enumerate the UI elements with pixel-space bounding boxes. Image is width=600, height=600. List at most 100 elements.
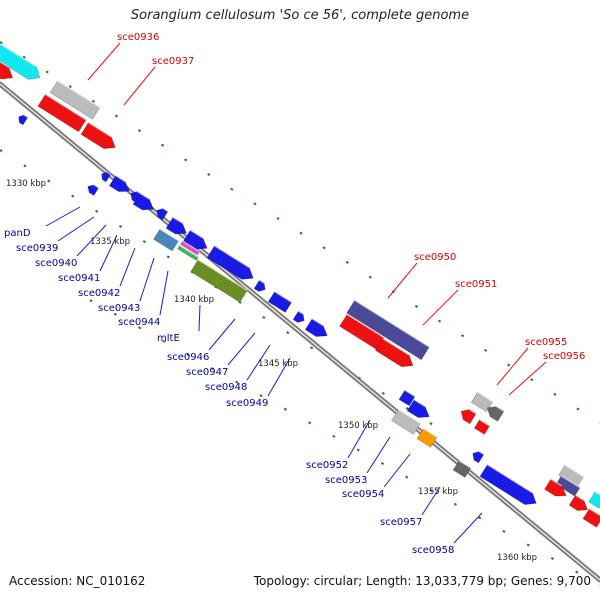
tick-row-lower [186,353,190,357]
tick-row-inner [286,331,290,335]
kbp-marker-3: 1345 kbp [258,359,298,369]
label-sce0946: sce0946 [167,352,209,363]
callout-bottom-4 [119,247,136,287]
tick-row-outer [553,392,557,396]
label-sce0939: sce0939 [16,243,58,254]
tick-row-outer [0,41,3,45]
tick-row-inner [405,406,409,411]
gene-pink-highlight [182,240,200,253]
gene-sce0942-highlight [139,192,150,200]
tick-row-lower [162,339,166,343]
callout-bottom-16 [453,512,483,544]
tick-row-lower [89,299,93,303]
callout-top-5 [508,361,547,396]
gene-red-d-highlight [479,418,491,427]
tick-row-outer [45,70,49,74]
callout-bottom-2 [76,224,107,257]
gene-panD-highlight [93,184,100,189]
gene-sce0937-highlight [88,121,112,138]
gene-red-g-highlight [588,508,600,517]
tick-row-outer [22,55,26,59]
gene-sce0949-highlight [298,310,304,315]
gene-blue-0-highlight [23,114,29,118]
accession-text: Accession: NC_010162 [9,574,146,588]
callout-top-4 [496,347,529,386]
callout-top-1 [123,66,156,106]
callout-bottom-7 [198,304,201,332]
tick-row-inner [95,209,99,213]
label-pand: panD [4,228,31,239]
tick-row-outer [461,334,465,338]
label-mlte: mltE [157,333,180,344]
tick-row-lower [453,502,457,506]
tick-row-inner [71,194,75,198]
gene-sce0950-highlight [354,299,430,348]
tick-row-lower [405,475,409,479]
gene-sce0939-highlight [106,171,112,175]
tick-row-inner [47,179,51,183]
label-sce0956: sce0956 [543,351,585,362]
tick-row-outer [276,216,280,221]
gene-blue-1-highlight [189,229,204,239]
callout-bottom-5 [139,257,155,302]
gene-blue-3-highlight [404,389,416,398]
tick-row-inner [118,224,123,229]
gene-sce0951-highlight [382,337,410,356]
tick-row-lower [332,434,336,438]
tick-row-outer [253,202,257,206]
tick-row-outer [207,173,211,177]
tick-row-outer [91,99,95,103]
label-sce0954: sce0954 [342,489,384,500]
tick-row-outer [137,129,142,133]
tick-row-outer [68,85,72,89]
tick-row-outer [345,260,349,264]
label-sce0940: sce0940 [35,258,77,269]
gene-sce0946-highlight [214,245,250,269]
tick-row-inner [310,346,314,350]
label-sce0949: sce0949 [226,398,268,409]
tick-row-lower [478,516,482,520]
callout-bottom-14 [383,453,411,488]
tick-row-outer [530,378,534,382]
callout-bottom-1 [57,216,95,242]
kbp-marker-6: 1360 kbp [497,553,537,563]
tick-row-lower [308,421,312,425]
gene-red-f-highlight [575,494,585,502]
gene-sce0947-highlight [259,279,265,284]
tick-row-lower [259,394,263,398]
tick-row-inner [23,164,27,168]
tick-row-outer [322,246,326,250]
tick-row-inner [166,255,170,259]
label-sce0947: sce0947 [186,367,228,378]
gene-red-c-highlight [469,408,477,415]
gene-sce0940-highlight [115,174,126,183]
gene-cyan-edge-highlight [594,491,600,496]
label-sce0936: sce0936 [117,32,159,43]
tick-row-inner [142,240,146,244]
tick-row-lower [502,529,506,533]
tick-row-outer [576,407,580,411]
tick-row-lower [550,557,555,561]
label-sce0941: sce0941 [58,273,100,284]
label-sce0951: sce0951 [455,279,497,290]
callout-top-2 [387,262,418,299]
callout-top-0 [87,42,121,81]
callout-bottom-10 [246,344,271,381]
label-sce0955: sce0955 [525,337,567,348]
tick-row-lower [526,543,530,547]
tick-row-lower [429,489,433,493]
genome-title: Sorangium cellulosum 'So ce 56', complet… [130,8,470,23]
tick-row-outer [437,319,442,323]
tick-row-lower [283,407,287,411]
kbp-marker-2: 1340 kbp [174,295,214,305]
gene-sce0958-highlight [487,464,533,494]
kbp-marker-4: 1350 kbp [338,421,378,431]
callout-top-3 [422,289,459,326]
tick-row-lower [113,312,117,316]
genome-summary-text: Topology: circular; Length: 13,033,779 b… [253,574,591,588]
callout-bottom-13 [366,436,391,474]
gene-sce0944-highlight [172,216,183,224]
gene-steel-highlight [159,228,179,242]
label-sce0952: sce0952 [306,460,348,471]
